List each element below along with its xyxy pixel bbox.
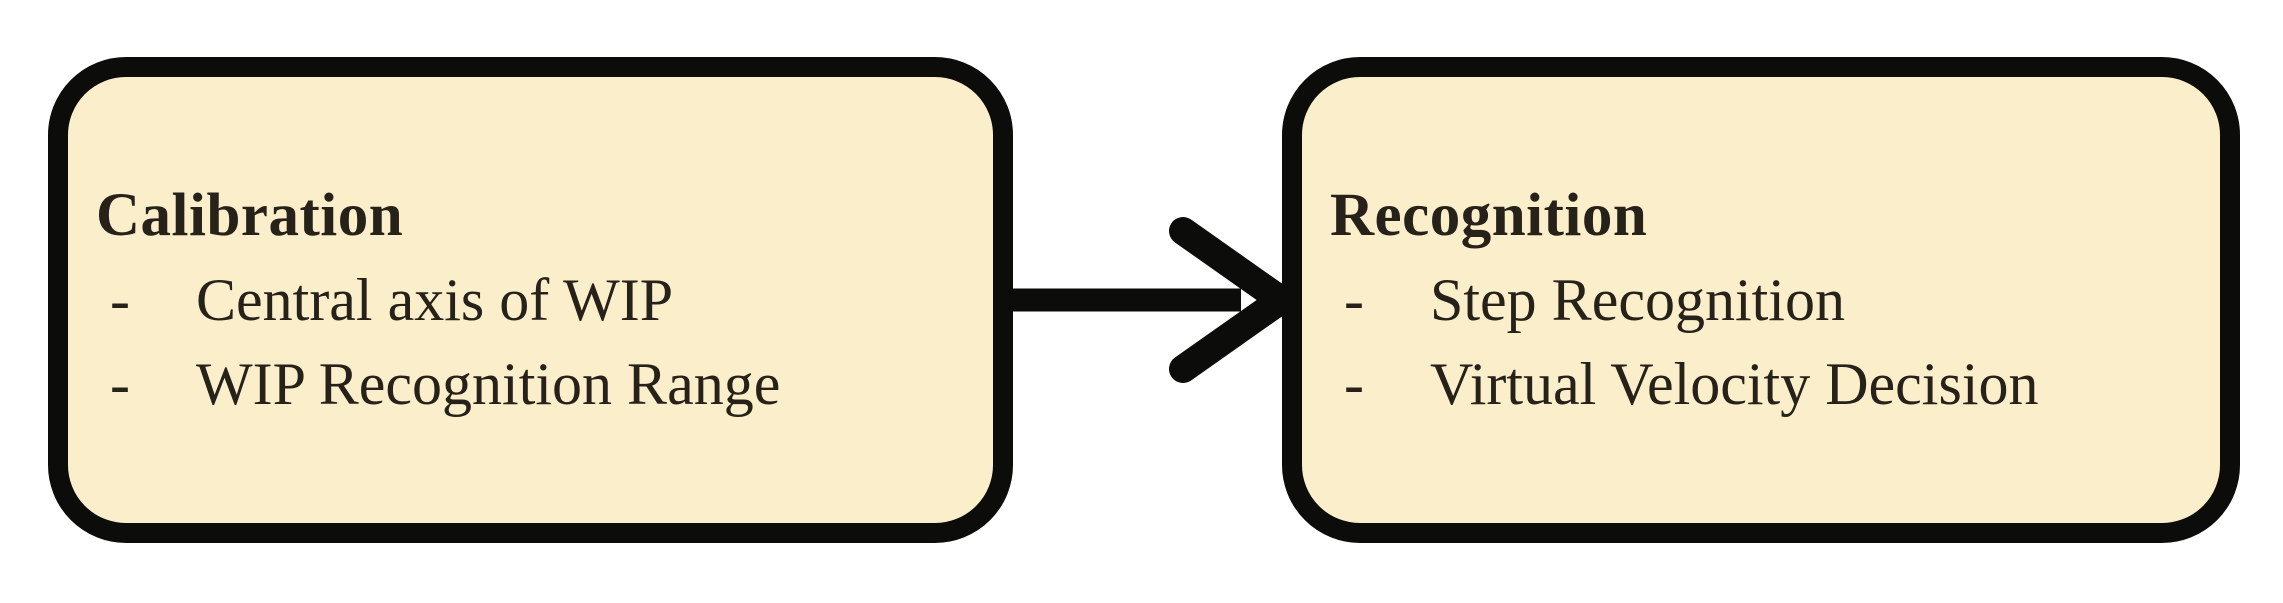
arrow-head [1169, 217, 1295, 383]
recognition-box-title: Recognition [1330, 182, 1648, 249]
list-item: - Central axis of WIP [96, 258, 993, 342]
flow-arrow-icon [1003, 217, 1295, 383]
list-item: - Step Recognition [1330, 258, 2220, 342]
list-item-label: Central axis of WIP [196, 267, 674, 333]
recognition-box: Recognition - Step Recognition - Virtual… [1282, 57, 2240, 543]
bullet-dash: - [1344, 351, 1364, 417]
bullet-dash: - [1344, 267, 1364, 333]
bullet-dash: - [110, 267, 130, 333]
calibration-box: Calibration - Central axis of WIP - WIP … [48, 57, 1013, 543]
list-item-label: WIP Recognition Range [196, 351, 781, 417]
list-item-label: Step Recognition [1430, 267, 1845, 333]
list-item: - Virtual Velocity Decision [1330, 342, 2220, 426]
calibration-box-title: Calibration [96, 182, 404, 249]
list-item: - WIP Recognition Range [96, 342, 993, 426]
bullet-dash: - [110, 351, 130, 417]
list-item-label: Virtual Velocity Decision [1430, 351, 2039, 417]
